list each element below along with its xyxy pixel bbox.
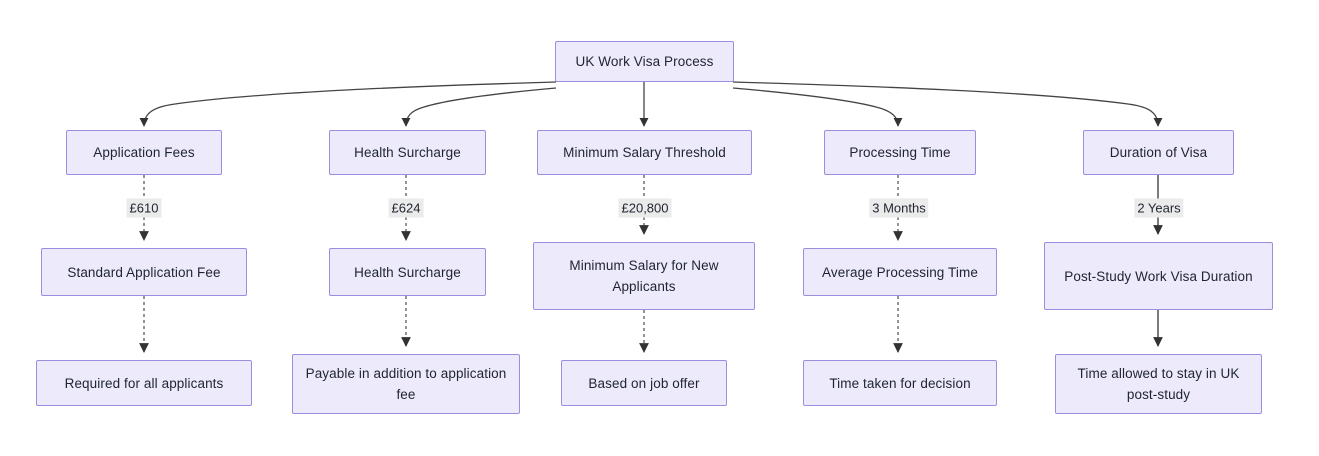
- node-description-time-allowed-stay-uk-post-study[interactable]: Time allowed to stay in UK post-study: [1055, 354, 1262, 414]
- node-root[interactable]: UK Work Visa Process: [555, 41, 734, 82]
- edge-label-minimum-salary-threshold: £20,800: [618, 198, 672, 218]
- node-detail-post-study-work-visa-duration[interactable]: Post-Study Work Visa Duration: [1044, 242, 1273, 310]
- node-detail-average-processing-time[interactable]: Average Processing Time: [803, 248, 997, 296]
- edge-root-to-processing-time: [732, 87, 903, 127]
- node-category-processing-time[interactable]: Processing Time: [824, 130, 976, 175]
- edge-label-duration-of-visa: 2 Years: [1134, 198, 1184, 218]
- node-description-payable-addition-application-fee[interactable]: Payable in addition to application fee: [292, 354, 520, 414]
- node-category-minimum-salary-threshold[interactable]: Minimum Salary Threshold: [537, 130, 752, 175]
- node-detail-minimum-salary-new-applicants[interactable]: Minimum Salary for New Applicants: [533, 242, 755, 310]
- node-description-required-all-applicants[interactable]: Required for all applicants: [36, 360, 252, 406]
- node-category-duration-of-visa[interactable]: Duration of Visa: [1083, 130, 1234, 175]
- node-category-application-fees[interactable]: Application Fees: [66, 130, 222, 175]
- edge-root-to-health-surcharge: [401, 87, 557, 127]
- node-category-health-surcharge[interactable]: Health Surcharge: [329, 130, 486, 175]
- node-description-time-taken-for-decision[interactable]: Time taken for decision: [803, 360, 997, 406]
- node-detail-health-surcharge[interactable]: Health Surcharge: [329, 248, 486, 296]
- edge-label-health-surcharge: £624: [388, 198, 424, 218]
- node-detail-standard-application-fee[interactable]: Standard Application Fee: [41, 248, 247, 296]
- edge-root-to-application-fees: [139, 81, 557, 127]
- node-description-based-on-job-offer[interactable]: Based on job offer: [561, 360, 727, 406]
- edge-root-to-duration-of-visa: [732, 81, 1163, 127]
- edge-label-application-fees: £610: [126, 198, 162, 218]
- edge-label-processing-time: 3 Months: [869, 198, 929, 218]
